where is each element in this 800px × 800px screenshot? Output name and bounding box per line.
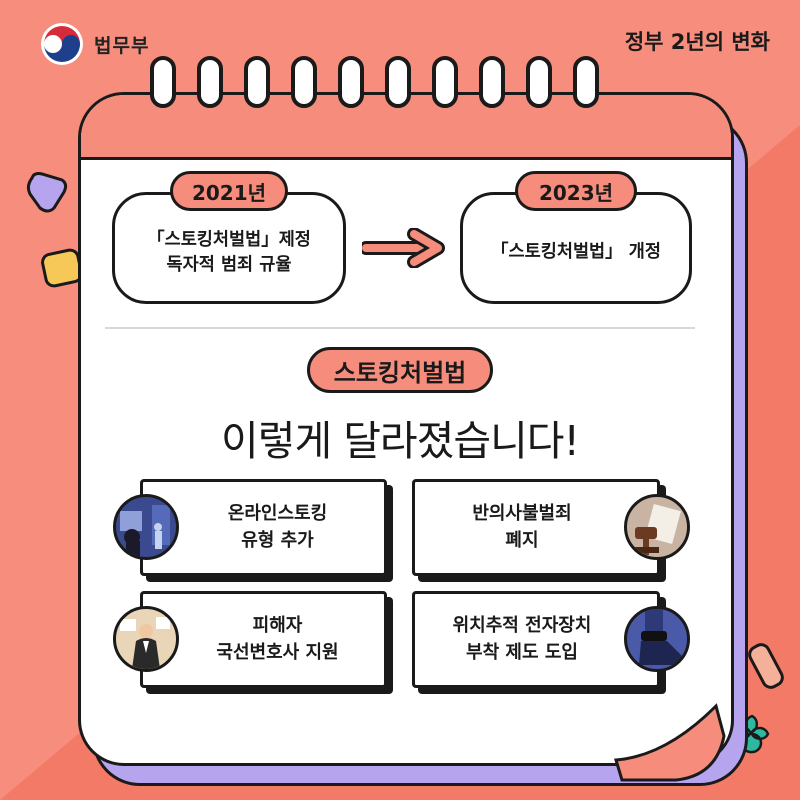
ring-icon	[479, 56, 505, 108]
ring-icon	[150, 56, 176, 108]
online-stalking-illustration	[113, 494, 179, 560]
ring-icon	[244, 56, 270, 108]
timeline-2023-line1: 「스토킹처벌법」 개정	[491, 242, 661, 263]
taegeuk-icon	[41, 23, 83, 65]
timeline-2021-line2: 독자적 범죄 규율	[166, 255, 292, 275]
ring-icon	[432, 56, 458, 108]
ministry-logo: 법무부	[40, 22, 149, 66]
page-title: 정부 2년의 변화	[624, 30, 770, 54]
arrow-right-icon	[362, 228, 445, 268]
peach-bar-decoration	[748, 643, 784, 689]
calendar-rings	[150, 56, 599, 108]
timeline-2021-line1: 「스토킹처벌법」제정	[147, 229, 311, 250]
change-item-line1: 반의사불벌죄	[472, 503, 572, 525]
headline-text: 이렇게 달라졌습니다!	[221, 417, 580, 465]
year-2021-pill: 2021년	[170, 171, 288, 211]
calendar-header-band	[81, 95, 731, 160]
change-item-line1: 위치추적 전자장치	[452, 615, 592, 637]
ring-icon	[385, 56, 411, 108]
change-item-line2: 국선변호사 지원	[216, 641, 339, 663]
change-item-line2: 유형 추가	[241, 529, 314, 551]
year-2023-pill: 2023년	[515, 171, 637, 211]
ring-icon	[338, 56, 364, 108]
ministry-name: 법무부	[94, 34, 150, 57]
law-name-pill: 스토킹처벌법	[307, 347, 493, 393]
page-curl-decoration	[614, 703, 726, 782]
lawyer-illustration	[113, 606, 179, 672]
ring-icon	[573, 56, 599, 108]
change-item-line2: 폐지	[505, 529, 539, 551]
ring-icon	[526, 56, 552, 108]
gavel-illustration	[624, 494, 690, 560]
section-divider	[105, 327, 695, 329]
ankle-monitor-illustration	[624, 606, 690, 672]
purple-shape-decoration	[26, 172, 68, 213]
ring-icon	[197, 56, 223, 108]
change-item-line2: 부착 제도 도입	[466, 641, 578, 663]
ring-icon	[291, 56, 317, 108]
change-item-line1: 피해자	[252, 615, 303, 637]
change-item-line1: 온라인스토킹	[227, 503, 328, 525]
